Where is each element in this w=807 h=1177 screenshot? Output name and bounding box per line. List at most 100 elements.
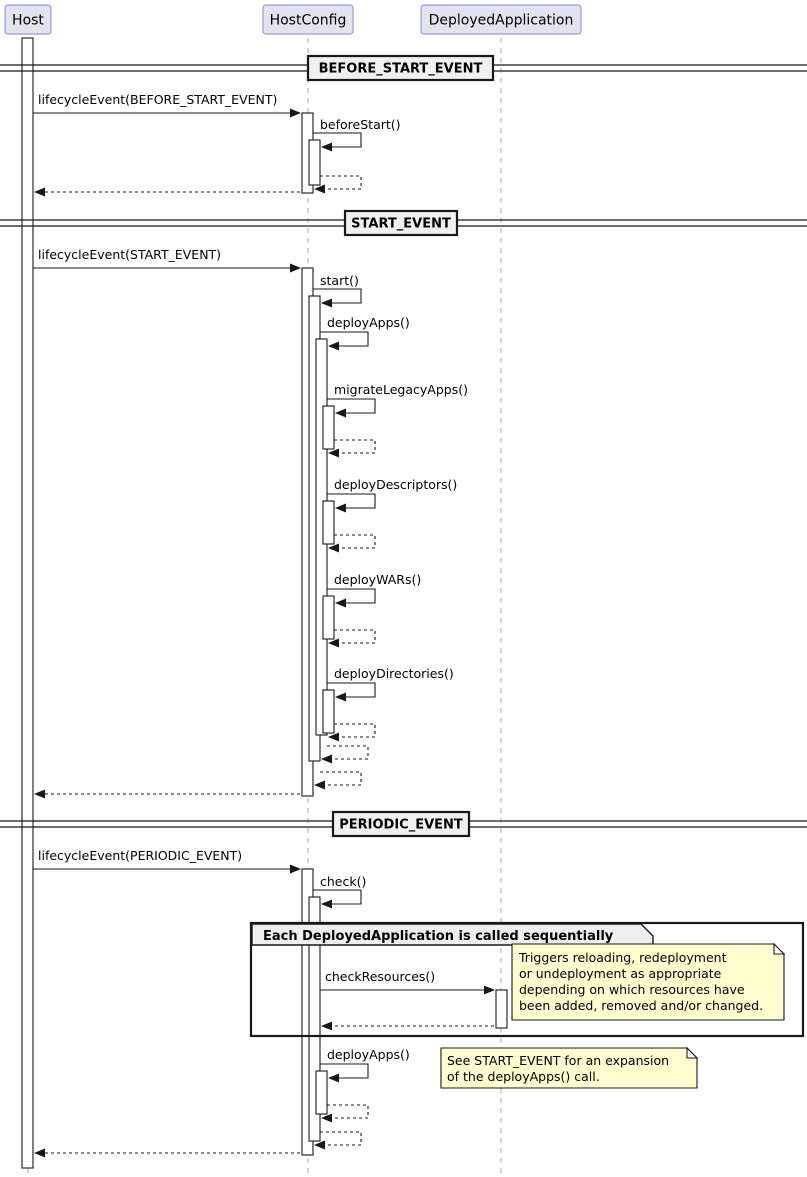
message-arrow [327, 588, 376, 608]
message-label: deployWARs() [334, 572, 421, 587]
message-label: deployDescriptors() [334, 477, 457, 492]
message-arrow [327, 493, 376, 513]
participant-host[interactable]: Host [4, 4, 52, 35]
message-arrow [313, 288, 362, 308]
note-line: See START_EVENT for an expansion [447, 1053, 669, 1068]
divider-label-before-start: BEFORE_START_EVENT [319, 62, 483, 77]
divider-box-periodic [331, 810, 471, 838]
divider-box-before-start [306, 54, 495, 82]
message-arrow [328, 723, 376, 742]
message-arrow [314, 1131, 362, 1150]
divider-start-event: START_EVENT [0, 209, 807, 237]
message-label: deployDirectories() [334, 666, 454, 681]
divider-box-start [343, 209, 459, 237]
message-check-self: check() [313, 874, 366, 909]
note-body [440, 1047, 698, 1089]
message-label: checkResources() [325, 969, 435, 984]
participant-box-host[interactable] [4, 4, 52, 35]
message-lifecycle-periodic: lifecycleEvent(PERIODIC_EVENT) [33, 848, 301, 874]
message-start-return [314, 771, 362, 790]
message-arrow [321, 1104, 369, 1123]
message-label: start() [320, 273, 359, 288]
message-before-start-self-return [314, 175, 362, 194]
message-migratelegacyapps-return [328, 439, 376, 458]
message-deploydescriptors-return [328, 534, 376, 553]
divider-label-periodic: PERIODIC_EVENT [339, 818, 463, 833]
message-arrow [320, 331, 369, 351]
message-arrow [313, 132, 362, 152]
message-deployapps-self: deployApps() [320, 315, 410, 351]
note-checkresources: Triggers reloading, redeployment or unde… [511, 942, 786, 1021]
message-deployapps-return [321, 745, 369, 764]
note-line: Triggers reloading, redeployment [518, 950, 727, 965]
message-arrow [328, 534, 376, 553]
message-deploywars-self: deployWARs() [327, 572, 421, 608]
message-arrow [321, 745, 369, 764]
participant-label-hostconfig: HostConfig [270, 13, 347, 29]
message-lifecycle-before-start: lifecycleEvent(BEFORE_START_EVENT) [33, 92, 301, 118]
message-deploywars-return [328, 629, 376, 648]
participant-box-deployedapplication[interactable] [420, 4, 582, 35]
note-line: been added, removed and/or changed. [519, 998, 763, 1013]
group-each-deployedapplication: Each DeployedApplication is called seque… [249, 921, 805, 1038]
message-arrow [328, 629, 376, 648]
message-lifecycle-start: lifecycleEvent(START_EVENT) [33, 247, 301, 273]
message-arrow [313, 889, 362, 909]
message-deployapps-periodic-self: deployApps() [320, 1047, 410, 1083]
group-frame-label: Each DeployedApplication is called seque… [263, 929, 614, 944]
message-label: beforeStart() [320, 117, 401, 132]
message-label: lifecycleEvent(PERIODIC_EVENT) [38, 848, 242, 863]
participant-label-deployedapplication: DeployedApplication [429, 13, 574, 29]
note-line: of the deployApps() call. [447, 1069, 600, 1084]
message-arrow [314, 771, 362, 790]
message-deploydirectories-self: deployDirectories() [327, 666, 454, 702]
participant-label-host: Host [12, 13, 44, 29]
section-start-event: lifecycleEvent(START_EVENT) start() depl… [33, 247, 468, 799]
divider-label-start: START_EVENT [351, 217, 451, 232]
message-arrow [314, 175, 362, 194]
group-frame-tab [251, 923, 654, 946]
note-fold-corner [773, 942, 786, 955]
note-deployapps: See START_EVENT for an expansion of the … [440, 1046, 699, 1089]
message-deployapps-periodic-return [321, 1104, 369, 1123]
activation-deployedapplication [495, 989, 508, 1029]
message-label: check() [320, 874, 366, 889]
participant-box-hostconfig[interactable] [262, 4, 354, 35]
participant-deployedapplication[interactable]: DeployedApplication [420, 4, 582, 35]
message-migratelegacyapps-self: migrateLegacyApps() [327, 382, 468, 418]
activation-hostconfig-periodic-deployapps [315, 1070, 328, 1115]
message-arrow [327, 682, 376, 702]
participant-hostconfig[interactable]: HostConfig [262, 4, 354, 35]
message-label: lifecycleEvent(BEFORE_START_EVENT) [38, 92, 277, 107]
note-fold-corner [686, 1046, 699, 1059]
message-arrow [328, 439, 376, 458]
message-arrow [327, 398, 376, 418]
message-start-self: start() [313, 273, 362, 308]
section-periodic-event: lifecycleEvent(PERIODIC_EVENT) check() E… [33, 848, 805, 1158]
activation-hostconfig-deploydescriptors [322, 500, 335, 545]
message-label: migrateLegacyApps() [334, 382, 468, 397]
divider-before-start-event: BEFORE_START_EVENT [0, 54, 807, 82]
message-check-return [314, 1131, 362, 1150]
activation-host-main [21, 37, 34, 1169]
lifelines-layer [27, 38, 502, 1177]
activation-hostconfig-deploywars [322, 595, 335, 640]
divider-periodic-event: PERIODIC_EVENT [0, 810, 807, 838]
activation-hostconfig-before-start-nested [308, 139, 321, 186]
activation-hostconfig-migratelegacyapps [322, 405, 335, 450]
group-frame-border [249, 921, 805, 1038]
message-deploydirectories-return [328, 723, 376, 742]
message-deploydescriptors-self: deployDescriptors() [327, 477, 457, 513]
message-checkresources: checkResources() [320, 969, 495, 995]
message-before-start-self: beforeStart() [313, 117, 401, 152]
note-body [511, 943, 785, 1021]
activation-hostconfig-deploydirectories [322, 689, 335, 734]
message-label: deployApps() [327, 1047, 410, 1062]
note-line: or undeployment as appropriate [519, 966, 722, 981]
message-arrow [320, 1063, 369, 1083]
note-line: depending on which resources have [519, 982, 745, 997]
message-label: deployApps() [327, 315, 410, 330]
section-before-start-event: lifecycleEvent(BEFORE_START_EVENT) befor… [33, 92, 401, 197]
